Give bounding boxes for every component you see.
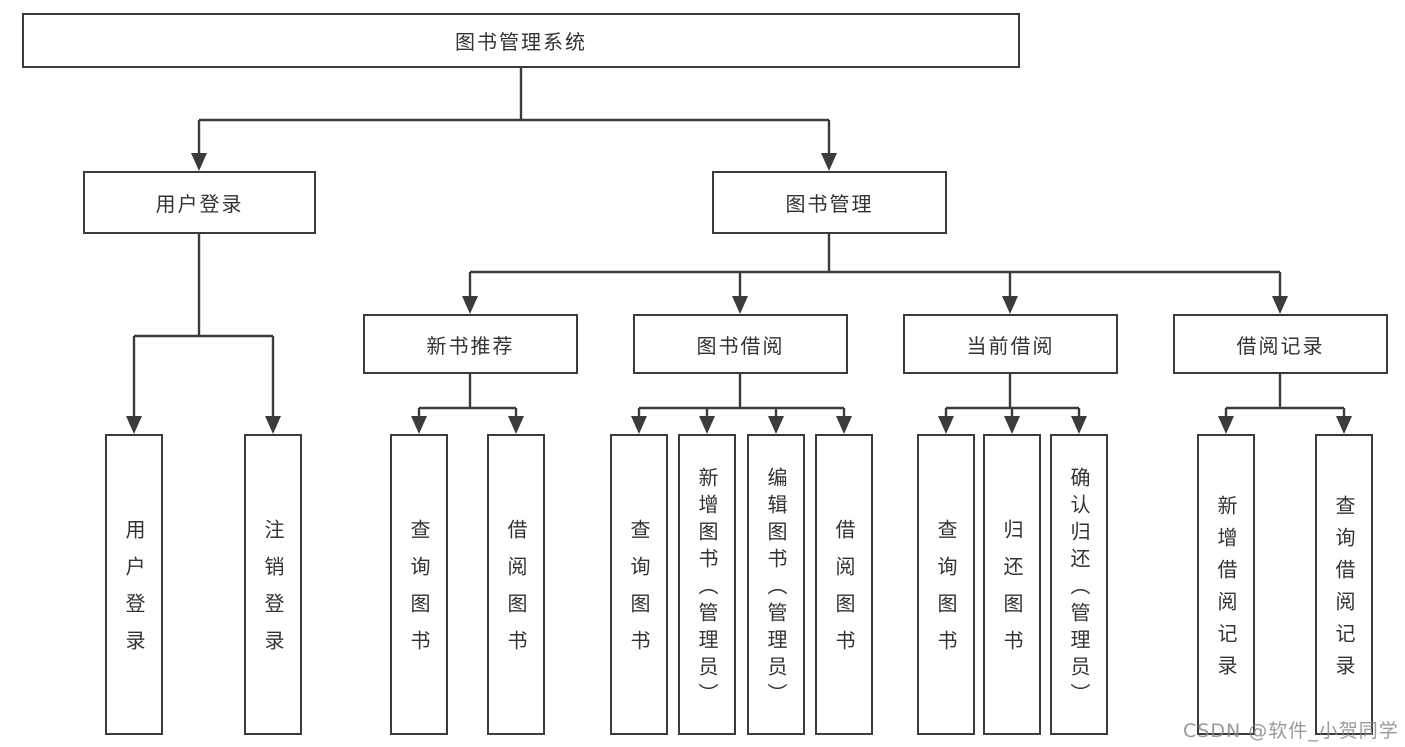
leaf-confirm-return-admin: 确认归还（管理员） [1050, 434, 1108, 735]
node-current-borrow: 当前借阅 [903, 314, 1118, 374]
connector-current-borrow-children [944, 374, 1081, 416]
leaf-label: 用户登录 [122, 519, 146, 667]
leaf-user-login: 用户登录 [105, 434, 163, 735]
connector-user-login-children [132, 234, 275, 416]
node-library-management-system: 图书管理系统 [22, 13, 1020, 68]
arrowhead [836, 416, 852, 434]
leaf-add-book-admin: 新增图书（管理员） [678, 434, 736, 735]
node-label: 新书推荐 [426, 333, 515, 358]
arrowhead [508, 416, 524, 434]
connector-borrow-records-children [1224, 374, 1346, 416]
arrowhead [126, 416, 142, 434]
node-book-management: 图书管理 [712, 171, 947, 234]
leaf-label: 编辑图书（管理员） [764, 466, 788, 710]
node-new-book-recommend: 新书推荐 [363, 314, 578, 374]
arrowhead [462, 296, 478, 314]
leaf-query-books-2: 查询图书 [610, 434, 668, 735]
leaf-label: 借阅图书 [504, 519, 528, 667]
arrowhead [1004, 416, 1020, 434]
arrowhead [699, 416, 715, 434]
connector-new-book-children [417, 374, 518, 416]
arrowhead [768, 416, 784, 434]
node-borrow-records: 借阅记录 [1173, 314, 1388, 374]
arrowhead [1218, 416, 1234, 434]
node-label: 借阅记录 [1236, 333, 1325, 358]
arrowhead [938, 416, 954, 434]
leaf-query-borrow-record: 查询借阅记录 [1315, 434, 1373, 735]
leaf-label: 查询图书 [627, 519, 651, 667]
leaf-label: 新增借阅记录 [1214, 494, 1238, 687]
leaf-query-books-1: 查询图书 [390, 434, 448, 735]
leaf-return-books: 归还图书 [983, 434, 1041, 735]
node-label: 图书借阅 [696, 333, 785, 358]
leaf-add-borrow-record: 新增借阅记录 [1197, 434, 1255, 735]
node-label: 用户登录 [155, 192, 244, 216]
node-label: 当前借阅 [966, 333, 1055, 358]
leaf-label: 新增图书（管理员） [695, 466, 719, 710]
leaf-logout: 注销登录 [244, 434, 302, 735]
arrowhead [411, 416, 427, 434]
arrowhead [191, 153, 207, 171]
csdn-watermark: CSDN @软件_小贺同学 [1183, 720, 1399, 742]
node-label: 图书管理 [785, 192, 874, 216]
leaf-label: 查询图书 [407, 519, 431, 667]
node-label: 图书管理系统 [455, 30, 587, 54]
leaf-label: 查询借阅记录 [1332, 494, 1356, 687]
node-user-login: 用户登录 [83, 171, 316, 234]
leaf-query-books-3: 查询图书 [917, 434, 975, 735]
leaf-label: 注销登录 [261, 519, 285, 667]
node-book-borrow: 图书借阅 [633, 314, 848, 374]
arrowhead [265, 416, 281, 434]
arrowhead [1272, 296, 1288, 314]
leaf-edit-book-admin: 编辑图书（管理员） [747, 434, 805, 735]
arrowhead [732, 296, 748, 314]
arrowhead [821, 153, 837, 171]
leaf-label: 确认归还（管理员） [1067, 466, 1091, 710]
leaf-label: 归还图书 [1000, 519, 1024, 667]
connector-book-mgmt-sections [468, 234, 1282, 296]
leaf-borrow-books-2: 借阅图书 [815, 434, 873, 735]
arrowhead [1071, 416, 1087, 434]
arrowhead [1002, 296, 1018, 314]
connector-book-borrow-children [637, 374, 846, 416]
leaf-label: 查询图书 [934, 519, 958, 667]
leaf-borrow-books-1: 借阅图书 [487, 434, 545, 735]
arrowhead [631, 416, 647, 434]
arrowhead [1336, 416, 1352, 434]
connector-root-to-level2 [197, 68, 831, 153]
leaf-label: 借阅图书 [832, 519, 856, 667]
